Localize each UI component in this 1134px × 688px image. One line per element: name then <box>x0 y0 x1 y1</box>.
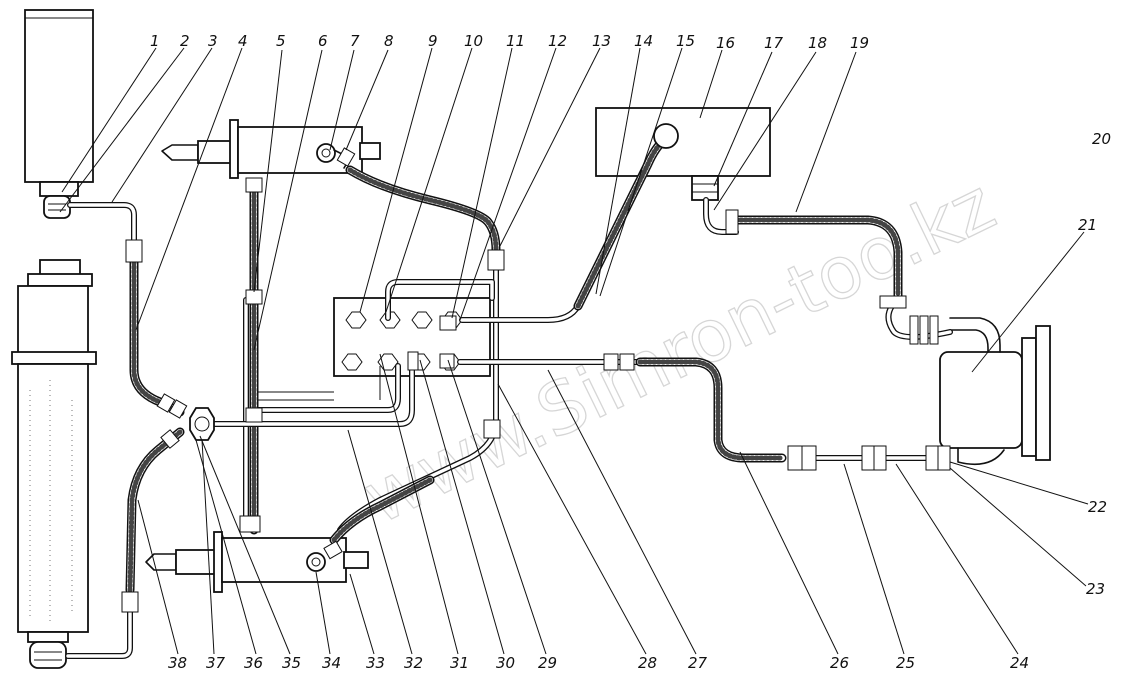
callout-33: 33 <box>366 654 385 672</box>
callout-15: 15 <box>676 32 695 50</box>
callout-36: 36 <box>244 654 263 672</box>
callout-27: 27 <box>688 654 708 672</box>
callout-4: 4 <box>238 32 248 50</box>
callout-34: 34 <box>322 654 341 672</box>
callout-17: 17 <box>764 34 784 52</box>
lower-left-cylinder <box>11 259 97 669</box>
callout-21: 21 <box>1078 216 1097 234</box>
callout-29: 29 <box>538 654 557 672</box>
callout-38: 38 <box>168 654 187 672</box>
callout-7: 7 <box>350 32 360 50</box>
callout-13: 13 <box>592 32 611 50</box>
callout-6: 6 <box>318 32 328 50</box>
callout-16: 16 <box>716 34 735 52</box>
tee-fitting <box>189 407 215 441</box>
callout-26: 26 <box>830 654 849 672</box>
callout-22: 22 <box>1088 498 1107 516</box>
fittings <box>121 147 951 613</box>
leader-lines <box>59 47 1089 655</box>
callout-10: 10 <box>464 32 483 50</box>
callout-37: 37 <box>206 654 226 672</box>
callout-24: 24 <box>1010 654 1029 672</box>
callout-5: 5 <box>276 32 286 50</box>
callout-9: 9 <box>428 32 438 50</box>
callout-19: 19 <box>850 34 869 52</box>
callout-12: 12 <box>548 32 567 50</box>
callout-35: 35 <box>282 654 301 672</box>
callout-11: 11 <box>506 32 525 50</box>
upper-left-tank <box>24 9 94 219</box>
callout-31: 31 <box>450 654 469 672</box>
upper-right-unit <box>595 107 771 201</box>
callout-2: 2 <box>180 32 190 50</box>
callout-3: 3 <box>208 32 218 50</box>
callout-1: 1 <box>150 32 160 50</box>
callout-20: 20 <box>1092 130 1111 148</box>
right-pump-unit <box>939 317 1051 466</box>
callout-25: 25 <box>896 654 915 672</box>
callout-18: 18 <box>808 34 827 52</box>
callout-30: 30 <box>496 654 515 672</box>
callout-8: 8 <box>384 32 394 50</box>
callouts: 1 2 3 4 5 6 7 8 9 10 11 12 13 14 15 16 1… <box>150 32 1111 672</box>
callout-23: 23 <box>1086 580 1105 598</box>
callout-28: 28 <box>638 654 657 672</box>
upper-hydraulic-cylinder <box>161 119 381 179</box>
callout-14: 14 <box>634 32 653 50</box>
callout-32: 32 <box>404 654 423 672</box>
